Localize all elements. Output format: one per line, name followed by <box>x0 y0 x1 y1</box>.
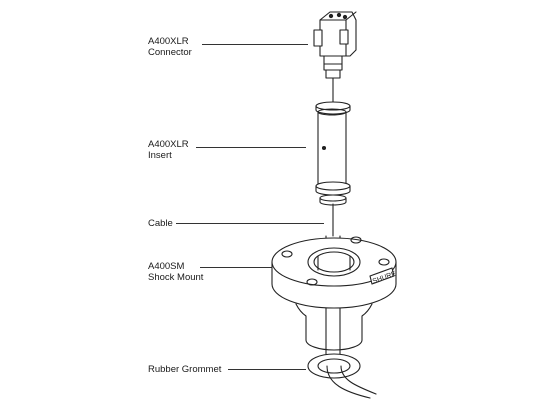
xlr-connector <box>313 11 357 79</box>
label-xlr-connector: A400XLR Connector <box>148 36 192 58</box>
leader-rubber-grommet <box>228 369 306 370</box>
label-rubber-grommet-name: Rubber Grommet <box>148 364 222 375</box>
leader-shock-mount <box>200 267 272 268</box>
label-xlr-insert-desc: Insert <box>148 150 172 161</box>
label-cable: Cable <box>148 218 173 229</box>
leader-xlr-connector <box>202 44 308 45</box>
label-cable-name: Cable <box>148 218 173 229</box>
label-shock-mount-desc: Shock Mount <box>148 272 204 283</box>
shock-mount: SHURE <box>271 236 398 351</box>
label-shock-mount-name: A400SM <box>148 261 185 272</box>
rubber-grommet <box>307 353 377 399</box>
label-xlr-connector-name: A400XLR <box>148 36 189 47</box>
label-shock-mount: A400SM Shock Mount <box>148 261 203 283</box>
xlr-insert <box>315 101 351 206</box>
label-xlr-connector-desc: Connector <box>148 47 192 58</box>
label-rubber-grommet: Rubber Grommet <box>148 364 221 375</box>
label-xlr-insert: A400XLR Insert <box>148 139 189 161</box>
leader-xlr-insert <box>196 147 306 148</box>
label-xlr-insert-name: A400XLR <box>148 139 189 150</box>
leader-cable <box>176 223 324 224</box>
